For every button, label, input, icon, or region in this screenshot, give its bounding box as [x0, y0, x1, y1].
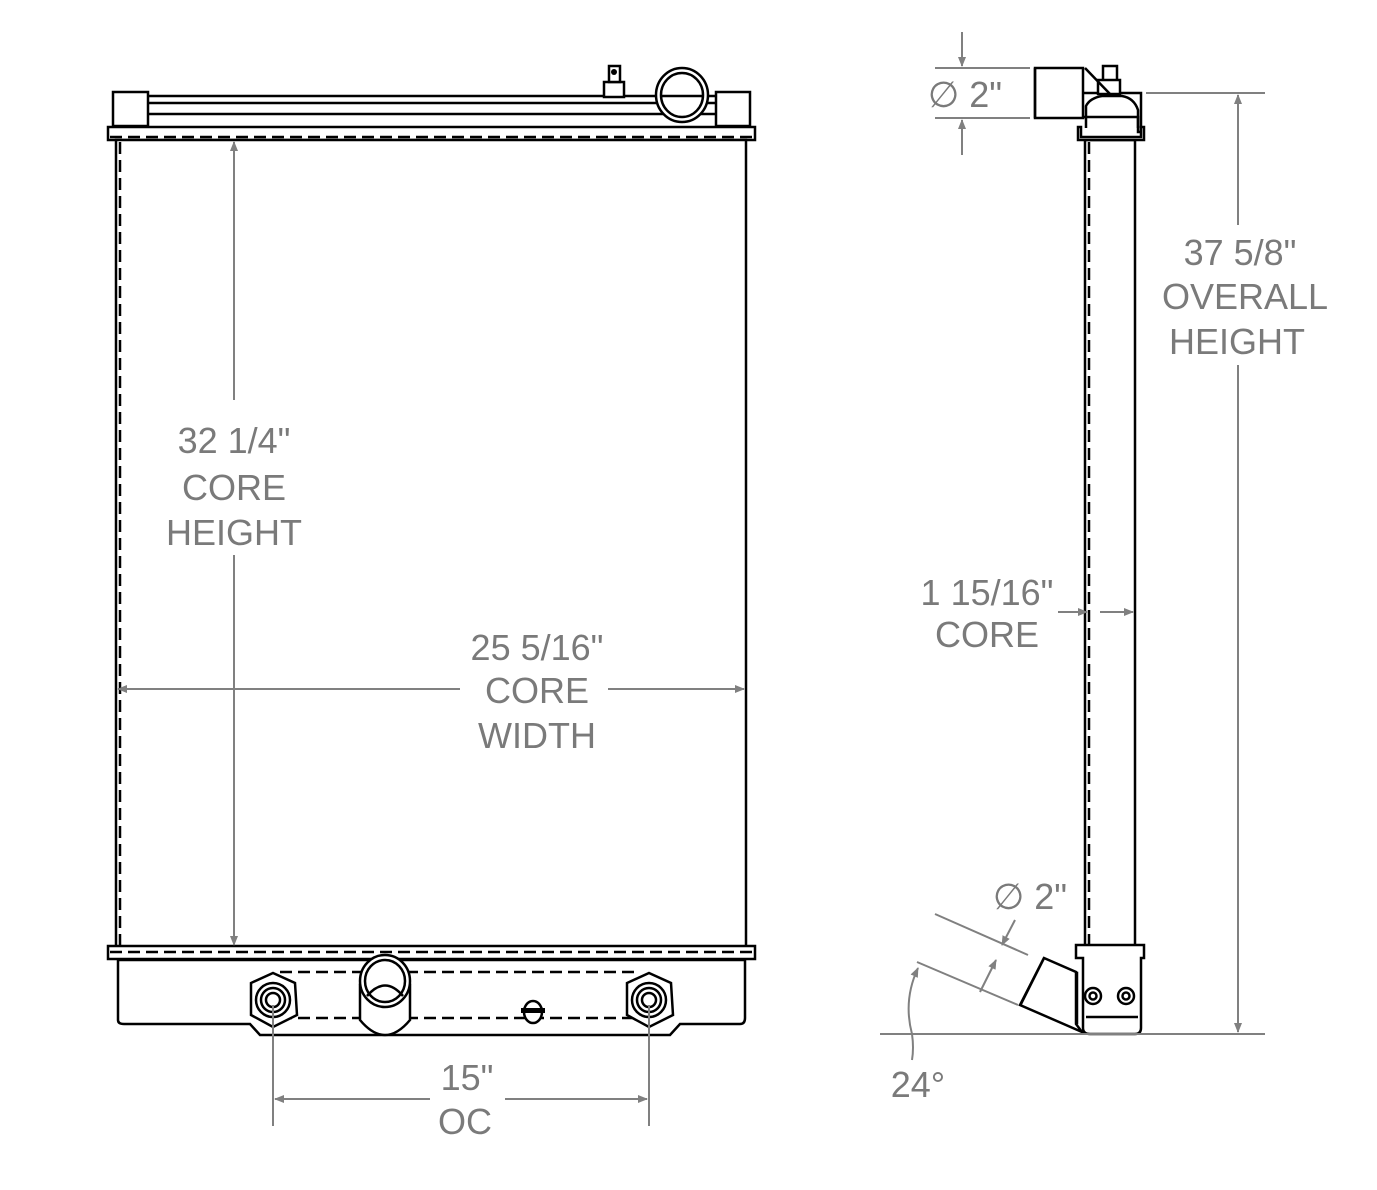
side-bottom-tank: [1018, 943, 1146, 1036]
core-width-dimension: 25 5/16" CORE WIDTH: [117, 627, 745, 756]
bottom-outlet-diameter-value: ∅ 2": [993, 876, 1067, 917]
overall-height-label-1: OVERALL: [1162, 276, 1328, 317]
filler-tab: [602, 80, 626, 99]
drain-cock: [521, 999, 545, 1025]
core: [114, 138, 748, 949]
overall-height-value: 37 5/8": [1184, 232, 1297, 273]
oc-dimension: 15" OC: [272, 1005, 650, 1142]
core-height-dimension: 32 1/4" CORE HEIGHT: [166, 141, 302, 946]
overall-height-dimension: 37 5/8" OVERALL HEIGHT: [880, 92, 1328, 1035]
top-tank: [111, 64, 752, 128]
top-inlet-diameter-dimension: ∅ 2": [928, 32, 1030, 155]
oc-label: OC: [438, 1101, 492, 1142]
core-height-label-1: CORE: [182, 467, 286, 508]
core-height-label-2: HEIGHT: [166, 512, 302, 553]
core-depth-label: CORE: [935, 614, 1039, 655]
top-inlet-diameter-value: ∅ 2": [928, 74, 1002, 115]
core-depth-value: 1 15/16": [921, 572, 1054, 613]
core-width-value: 25 5/16": [471, 627, 604, 668]
angle-value: 24°: [891, 1064, 945, 1105]
core-width-label-2: WIDTH: [478, 715, 596, 756]
side-view: [1018, 64, 1146, 1036]
side-core: [1083, 138, 1137, 949]
angle-dimension: 24°: [891, 967, 945, 1105]
core-depth-dimension: 1 15/16" CORE: [921, 572, 1134, 655]
bottom-tank: [116, 953, 747, 1037]
front-view: [106, 64, 757, 1037]
outlet-fitting: [358, 953, 412, 1037]
core-width-label-1: CORE: [485, 670, 589, 711]
oc-value: 15": [441, 1057, 494, 1098]
core-height-value: 32 1/4": [178, 420, 291, 461]
side-top-tank: [1033, 64, 1146, 142]
bottom-outlet-diameter-dimension: ∅ 2": [916, 876, 1067, 1006]
overall-height-label-2: HEIGHT: [1169, 321, 1305, 362]
